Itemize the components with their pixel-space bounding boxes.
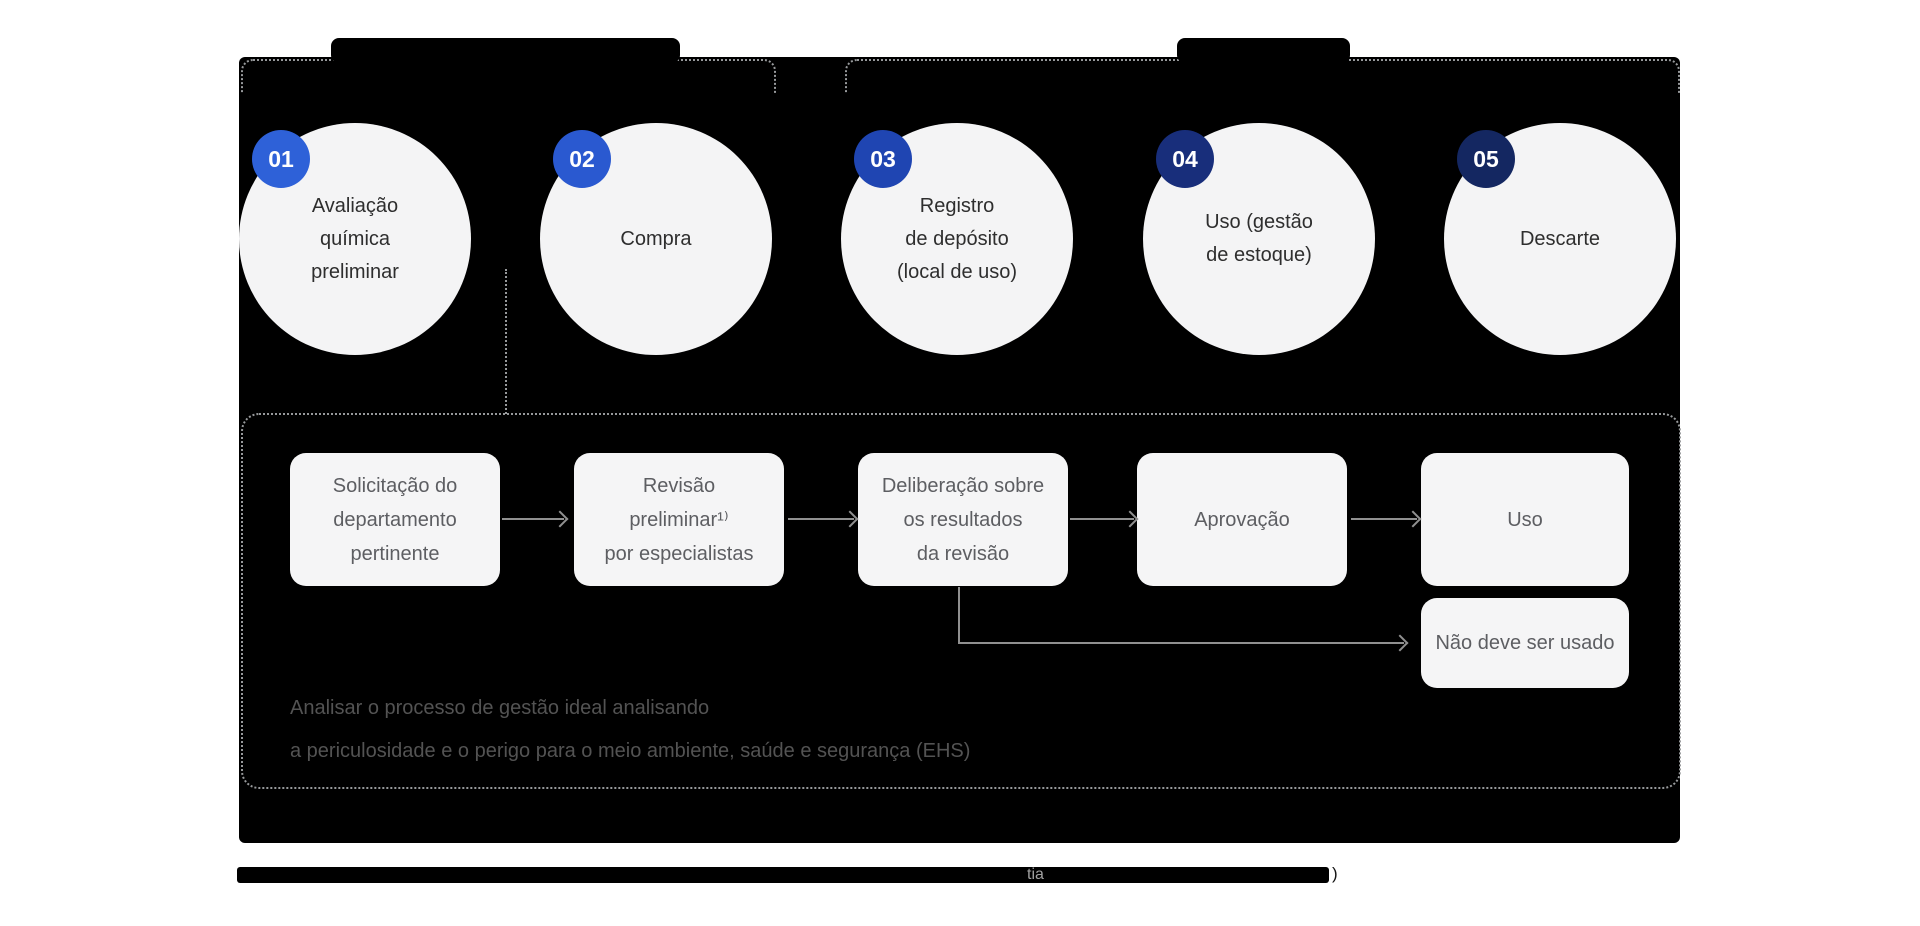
flow-box-uso: Uso — [1421, 453, 1629, 586]
flow-box-nao-deve-ser-usado: Não deve ser usado — [1421, 598, 1629, 688]
flow-arrow-4 — [1351, 510, 1422, 528]
footnote-visible-fragment: tia — [1027, 866, 1044, 883]
step-badge-02: 02 — [553, 130, 611, 188]
flow-box-aprovacao-label: Aprovação — [1194, 508, 1290, 531]
step-label-05: Descarte — [1519, 227, 1601, 250]
reject-connector-vertical — [958, 587, 960, 644]
step-badge-05: 05 — [1457, 130, 1515, 188]
step-badge-04: 04 — [1156, 130, 1214, 188]
flow-box-aprovacao: Aprovação — [1137, 453, 1347, 586]
process-group-tab-1 — [241, 59, 776, 93]
flow-box-uso-label: Uso — [1507, 508, 1543, 531]
flow-box-nao-deve-ser-usado-label: Não deve ser usado — [1435, 632, 1615, 654]
step-badge-03: 03 — [854, 130, 912, 188]
flow-arrow-2 — [788, 510, 859, 528]
footnote-visible-suffix: ) — [1332, 864, 1338, 883]
redacted-tab-label-1 — [331, 38, 680, 63]
dotted-connector-step1-to-detail — [505, 269, 507, 414]
ehs-note: Analisar o processo de gestão ideal anal… — [290, 697, 971, 762]
step-badge-01: 01 — [252, 130, 310, 188]
step-label-02: Compra — [620, 227, 692, 250]
flow-arrow-1 — [502, 510, 569, 528]
footnote-redaction-bar: tia — [237, 867, 1329, 883]
detail-process-container — [241, 413, 1681, 789]
process-group-tab-2 — [845, 59, 1680, 93]
flow-arrow-3 — [1070, 510, 1139, 528]
redacted-tab-label-2 — [1177, 38, 1350, 63]
reject-connector-arrow — [958, 634, 1409, 652]
